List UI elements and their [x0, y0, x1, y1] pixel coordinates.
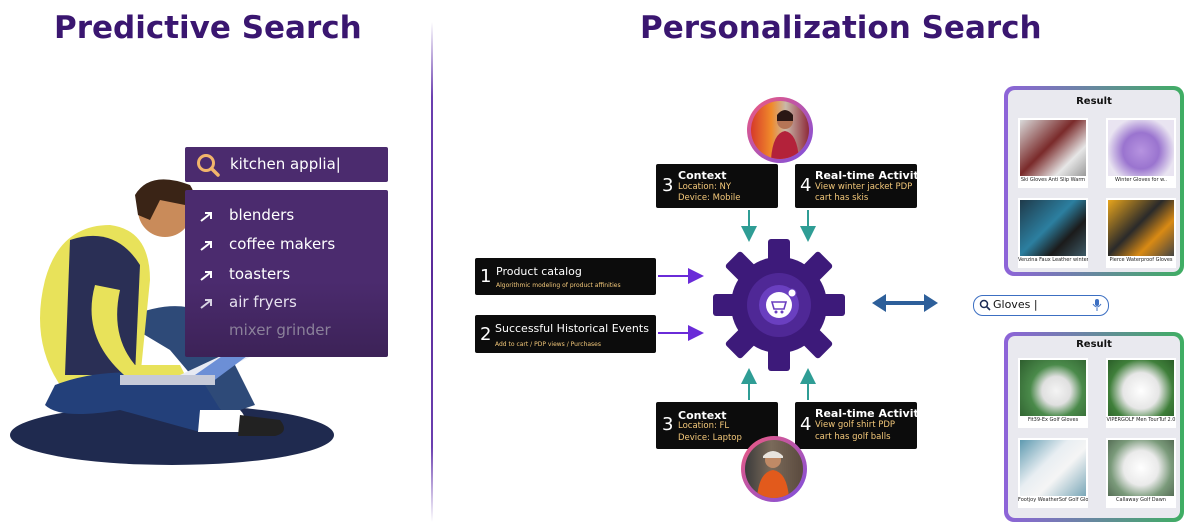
- gloves-search-input[interactable]: Gloves |: [973, 295, 1109, 316]
- top-context-box: 3 Context Location: NY Device: Mobile: [656, 164, 778, 208]
- product-card[interactable]: Footjoy WeatherSof Golf Glove: [1018, 438, 1088, 508]
- product-image: [1108, 120, 1174, 176]
- product-catalog-box: 1 Product catalog Algorithmic modeling o…: [475, 258, 656, 295]
- result-title: Result: [1076, 96, 1112, 107]
- product-image: [1020, 200, 1086, 256]
- bottom-activity-box: 4 Real-time Activity View golf shirt PDP…: [795, 402, 926, 449]
- search-icon: [979, 299, 991, 311]
- search-input-text: kitchen applia|: [230, 155, 341, 173]
- product-card[interactable]: Venzina Faux Leather winter: [1018, 198, 1088, 268]
- product-card[interactable]: Ski Gloves Anti Slip Warm: [1018, 118, 1088, 188]
- golf-shopper-avatar: [741, 436, 807, 502]
- suggestion-item[interactable]: toasters: [185, 262, 388, 288]
- winter-shopper-avatar: [747, 97, 813, 163]
- arrow-up-right-icon: [200, 241, 212, 251]
- suggestion-item[interactable]: mixer grinder: [229, 321, 331, 339]
- historical-events-box: 2 Successful Historical Events Add to ca…: [475, 315, 656, 353]
- product-card[interactable]: Fit39-Ex Golf Gloves: [1018, 358, 1088, 428]
- product-image: [1020, 440, 1086, 496]
- arrow-up-right-icon: [200, 212, 212, 222]
- result-panel-top: Result Ski Gloves Anti Slip Warm Winter …: [1004, 86, 1184, 276]
- top-activity-box: 4 Real-time Activity View winter jacket …: [795, 164, 926, 208]
- product-card[interactable]: Winter Gloves for w..: [1106, 118, 1176, 188]
- suggestion-item[interactable]: blenders: [185, 203, 388, 229]
- microphone-icon[interactable]: [1092, 299, 1102, 311]
- arrow-up-right-icon: [200, 299, 212, 309]
- suggestion-item[interactable]: coffee makers: [185, 232, 388, 258]
- product-card[interactable]: Callaway Golf Dawn: [1106, 438, 1176, 508]
- person-laptop-illustration: [10, 179, 334, 465]
- search-icon: [197, 154, 220, 177]
- suggestion-item[interactable]: air fryers: [185, 290, 388, 316]
- personalization-engine-gear-icon: [713, 239, 845, 371]
- section-divider: [431, 22, 433, 522]
- predictive-search-box[interactable]: kitchen applia|: [185, 147, 388, 182]
- result-title: Result: [1076, 339, 1112, 350]
- result-panel-bottom: Result Fit39-Ex Golf Gloves VIPERGOLF Me…: [1004, 332, 1184, 522]
- product-card[interactable]: Pierce Waterproof Gloves: [1106, 198, 1176, 268]
- personalization-search-title: Personalization Search: [640, 10, 1042, 46]
- product-card[interactable]: VIPERGOLF Men TourTuf 2.0: [1106, 358, 1176, 428]
- suggestion-dropdown: blenders coffee makers toasters air frye…: [185, 190, 388, 357]
- product-image: [1108, 200, 1174, 256]
- predictive-search-title: Predictive Search: [54, 10, 362, 46]
- product-image: [1020, 360, 1086, 416]
- bottom-context-box: 3 Context Location: FL Device: Laptop: [656, 402, 778, 449]
- product-image: [1108, 360, 1174, 416]
- arrow-up-right-icon: [200, 271, 212, 281]
- product-image: [1020, 120, 1086, 176]
- product-image: [1108, 440, 1174, 496]
